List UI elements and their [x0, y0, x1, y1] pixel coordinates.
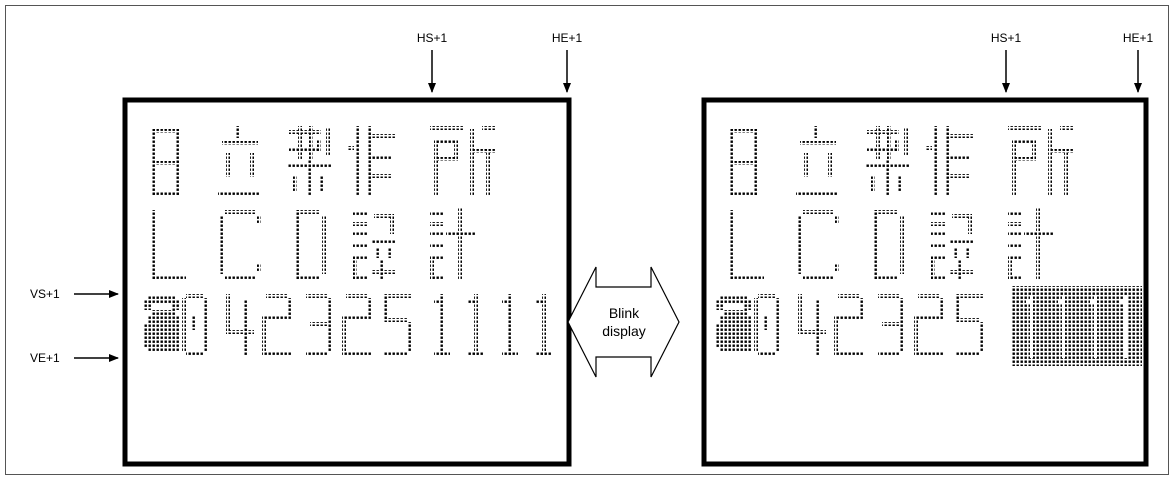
right-he-label: HE+1	[1123, 31, 1154, 45]
right-row1-glyphs	[729, 126, 1074, 195]
left-lcd-frame	[122, 97, 572, 467]
left-panel: HS+1 HE+1 VS+1 VE+1	[30, 31, 583, 467]
diagram-frame	[5, 5, 1169, 475]
right-reversed-blocks	[1012, 286, 1142, 366]
left-hs-label: HS+1	[417, 31, 448, 45]
left-telephone-icon	[144, 296, 180, 352]
reversed-block-fill	[1012, 286, 1142, 366]
right-row2-glyphs	[730, 208, 1054, 280]
left-vs-label: VS+1	[30, 287, 60, 301]
right-panel: HS+1 HE+1	[701, 31, 1154, 467]
right-telephone-icon	[716, 296, 752, 352]
reversed-block-gaps	[1026, 296, 1127, 358]
right-row3-glyphs	[716, 294, 984, 356]
display-label: display	[602, 323, 646, 339]
blink-double-arrow: Blink display	[567, 266, 680, 378]
left-he-label: HE+1	[552, 31, 583, 45]
right-hs-label: HS+1	[991, 31, 1022, 45]
left-row2-glyphs	[152, 208, 476, 280]
left-row3-glyphs	[144, 294, 552, 356]
left-ve-label: VE+1	[30, 351, 60, 365]
left-row1-glyphs	[151, 126, 496, 195]
blink-label: Blink	[609, 305, 640, 321]
right-lcd-frame	[701, 97, 1149, 467]
double-arrow-shape	[567, 266, 680, 378]
